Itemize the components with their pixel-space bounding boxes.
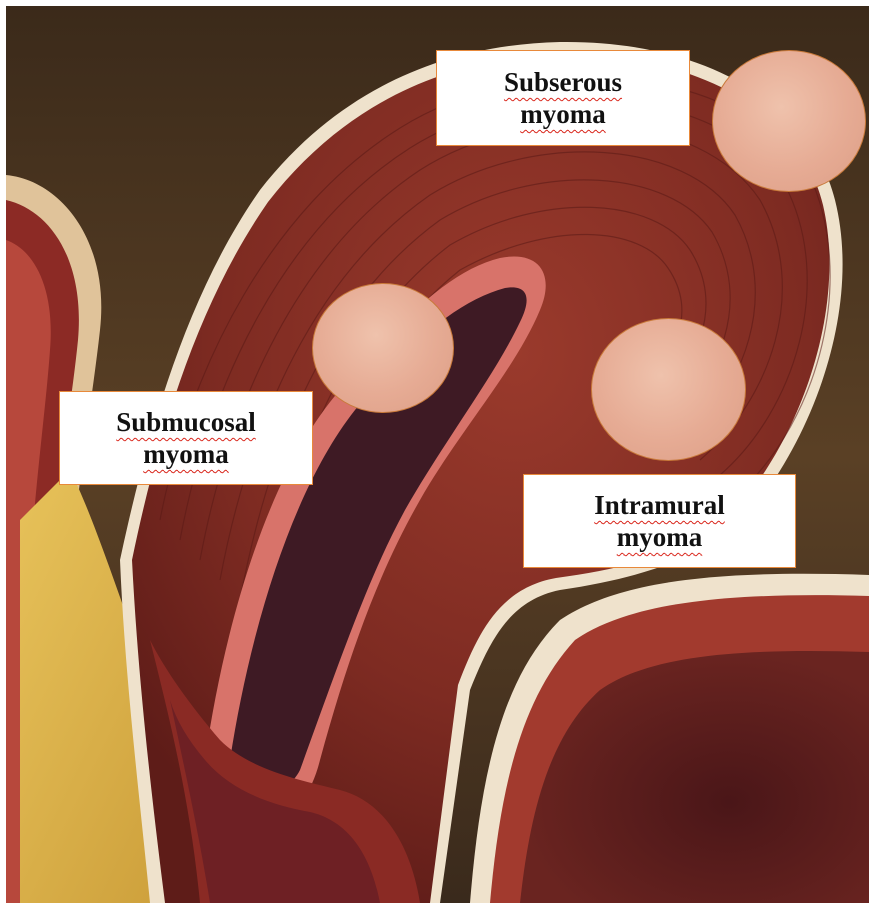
submucosal-label-line1: Submucosal: [116, 406, 256, 438]
intramural-label-line2: myoma: [617, 521, 702, 553]
intramural-label-line1: Intramural: [594, 489, 725, 521]
subserous-label-line1: Subserous: [504, 66, 622, 98]
intramural-label: Intramural myoma: [523, 474, 796, 568]
intramural-myoma-marker: [591, 318, 746, 461]
submucosal-label-line2: myoma: [143, 438, 228, 470]
subserous-label-line2: myoma: [520, 98, 605, 130]
submucosal-myoma-marker: [312, 283, 454, 413]
subserous-label: Subserous myoma: [436, 50, 690, 146]
subserous-myoma-marker: [712, 50, 866, 192]
submucosal-label: Submucosal myoma: [59, 391, 313, 485]
